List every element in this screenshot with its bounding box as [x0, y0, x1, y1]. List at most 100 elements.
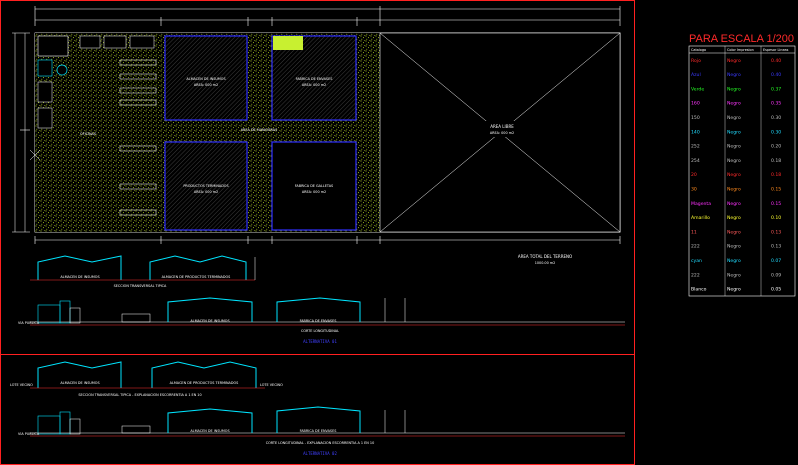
legend-row-3-cell-2: 0.35: [771, 101, 781, 107]
long-a-building-2: FABRICA DE ENVASES: [300, 319, 337, 323]
total-area-label: AREA TOTAL DEL TERRENO: [518, 254, 572, 259]
legend-row-14-cell-0: cyan: [691, 259, 702, 264]
legend-row-16-cell-1: Negro: [727, 287, 741, 293]
long-section-b[interactable]: VIA PUBLICA ALMACEN DE INSUMOS FABRICA D…: [18, 406, 625, 456]
warehouse-2-area: AREA: 000 m2: [302, 83, 326, 87]
legend-row-5-cell-2: 0.30: [771, 129, 781, 135]
warehouse-4[interactable]: [271, 141, 357, 231]
legend-header-0: Catalogo: [691, 48, 706, 52]
free-area[interactable]: AREA LIBRE AREA: 000 m2: [379, 32, 621, 233]
cross-section-b[interactable]: LOTE VECINO LOTE VECINO ALMACEN DE INSUM…: [10, 361, 283, 397]
left-dimension-chain: [12, 32, 30, 233]
long-section-a[interactable]: VIA PUBLICA ALMACEN DE INSUMOS FABRICA D…: [18, 297, 625, 344]
legend-row-15-cell-0: 222: [691, 272, 700, 278]
legend-row-1-cell-2: 0.40: [771, 72, 781, 78]
warehouse-3[interactable]: [164, 141, 248, 231]
warehouse-1[interactable]: [164, 35, 248, 121]
offices-label: OFICINAS: [80, 132, 96, 136]
legend-row-3-cell-1: Negro: [727, 101, 741, 107]
long-b-title: CORTE LONGITUDINAL - EXPLANACION ESCORRE…: [266, 441, 374, 445]
legend-row-11-cell-2: 0.10: [771, 215, 781, 221]
patio-label: AREA DE MANIOBRAS: [241, 128, 278, 132]
legend-row-12-cell-2: 0.13: [771, 229, 781, 235]
sheet-ref-1: ALTERNATIVA 01: [303, 339, 337, 344]
long-b-street: VIA PUBLICA: [18, 432, 40, 436]
legend-row-16-cell-0: Blanco: [691, 287, 707, 293]
legend-row-15-cell-2: 0.09: [771, 272, 781, 278]
legend-row-14-cell-1: Negro: [727, 258, 741, 264]
legend-row-6-cell-2: 0.20: [771, 144, 781, 150]
legend-row-11-cell-0: Amarillo: [691, 215, 710, 221]
legend-row-10-cell-2: 0.15: [771, 201, 781, 207]
sheet-frame-lower: [0, 354, 635, 465]
legend-row-9-cell-0: 30: [691, 187, 697, 193]
legend-row-9-cell-1: Negro: [727, 187, 741, 193]
warehouse-3-label: PRODUCTOS TERMINADOS: [183, 184, 228, 188]
legend-row-2-cell-2: 0.37: [771, 86, 781, 92]
north-arrow: [29, 149, 41, 161]
legend-row-10-cell-0: Magenta: [691, 201, 711, 207]
legend-row-7-cell-0: 254: [691, 158, 700, 164]
legend-row-11-cell-1: Negro: [727, 215, 741, 221]
legend-row-5-cell-0: 140: [691, 129, 700, 135]
legend-row-2-cell-0: Verde: [691, 86, 704, 92]
cross-b-right-label: ALMACEN DE PRODUCTOS TERMINADOS: [170, 381, 239, 385]
legend-row-12-cell-0: 11: [691, 229, 697, 235]
legend-row-15-cell-1: Negro: [727, 272, 741, 278]
legend-row-13-cell-1: Negro: [727, 244, 741, 250]
legend-row-1-cell-0: Azul: [691, 72, 701, 78]
legend-row-13-cell-2: 0.13: [771, 244, 781, 250]
warehouse-2-label: FABRICA DE ENVASES: [296, 77, 333, 81]
warehouse-1-area: AREA: 000 m2: [194, 83, 218, 87]
warehouse-3-area: AREA: 000 m2: [194, 190, 218, 194]
legend-row-8-cell-0: 20: [691, 172, 697, 178]
legend-row-12-cell-1: Negro: [727, 229, 741, 235]
long-a-building-1: ALMACEN DE INSUMOS: [190, 319, 229, 323]
cross-b-left-lot: LOTE VECINO: [10, 383, 33, 387]
bottom-dimension-chain: [34, 236, 621, 244]
cross-a-left-label: ALMACEN DE INSUMOS: [60, 275, 99, 279]
legend-row-0-cell-1: Negro: [727, 58, 741, 64]
legend-row-7-cell-2: 0.18: [771, 158, 781, 164]
pen-legend[interactable]: PARA ESCALA 1/200 Catalogo Color Impresio…: [688, 33, 796, 297]
cross-a-title: SECCION TRANSVERSAL TIPICA: [114, 284, 167, 288]
legend-header-1: Color Impresion: [727, 48, 754, 52]
green-marker: [273, 36, 303, 50]
cross-b-title: SECCION TRANSVERSAL TIPICA - EXPLANACION…: [78, 393, 201, 397]
legend-row-10-cell-1: Negro: [727, 201, 741, 207]
legend-header-2: Espesor Lineas: [763, 48, 789, 52]
warehouse-1-label: ALMACEN DE INSUMOS: [186, 77, 225, 81]
legend-title: PARA ESCALA 1/200: [689, 33, 794, 45]
long-b-building-2: FABRICA DE ENVASES: [300, 429, 337, 433]
legend-row-5-cell-1: Negro: [727, 129, 741, 135]
free-area-label: AREA LIBRE: [490, 124, 514, 129]
legend-row-7-cell-1: Negro: [727, 158, 741, 164]
legend-row-14-cell-2: 0.07: [771, 258, 781, 264]
parking-stalls: [119, 59, 157, 216]
legend-row-13-cell-0: 222: [691, 244, 700, 250]
legend-row-0-cell-2: 0.40: [771, 58, 781, 64]
legend-row-8-cell-1: Negro: [727, 172, 741, 178]
legend-row-4-cell-1: Negro: [727, 115, 741, 121]
warehouse-4-label: FABRICA DE GALLETAS: [295, 184, 333, 188]
total-area-sub: 1000.00 m2: [535, 261, 556, 265]
cross-b-right-lot: LOTE VECINO: [260, 383, 283, 387]
long-a-street: VIA PUBLICA: [18, 321, 40, 325]
legend-row-0-cell-0: Rojo: [691, 58, 701, 64]
legend-row-2-cell-1: Negro: [727, 86, 741, 92]
legend-row-4-cell-0: 150: [691, 115, 700, 121]
office-block[interactable]: [37, 35, 155, 129]
legend-row-8-cell-2: 0.18: [771, 172, 781, 178]
cross-a-right-label: ALMACEN DE PRODUCTOS TERMINADOS: [162, 275, 231, 279]
legend-row-9-cell-2: 0.15: [771, 187, 781, 193]
legend-row-6-cell-1: Negro: [727, 144, 741, 150]
site-plan[interactable]: ALMACEN DE INSUMOS AREA: 000 m2 FABRICA …: [29, 32, 621, 233]
long-b-building-1: ALMACEN DE INSUMOS: [190, 429, 229, 433]
legend-row-6-cell-0: 252: [691, 144, 700, 150]
sheet-ref-2: ALTERNATIVA 02: [303, 451, 337, 456]
cross-section-a[interactable]: ALMACEN DE INSUMOS ALMACEN DE PRODUCTOS …: [30, 255, 256, 288]
legend-row-3-cell-0: 160: [691, 101, 700, 107]
legend-row-16-cell-2: 0.05: [771, 287, 781, 293]
